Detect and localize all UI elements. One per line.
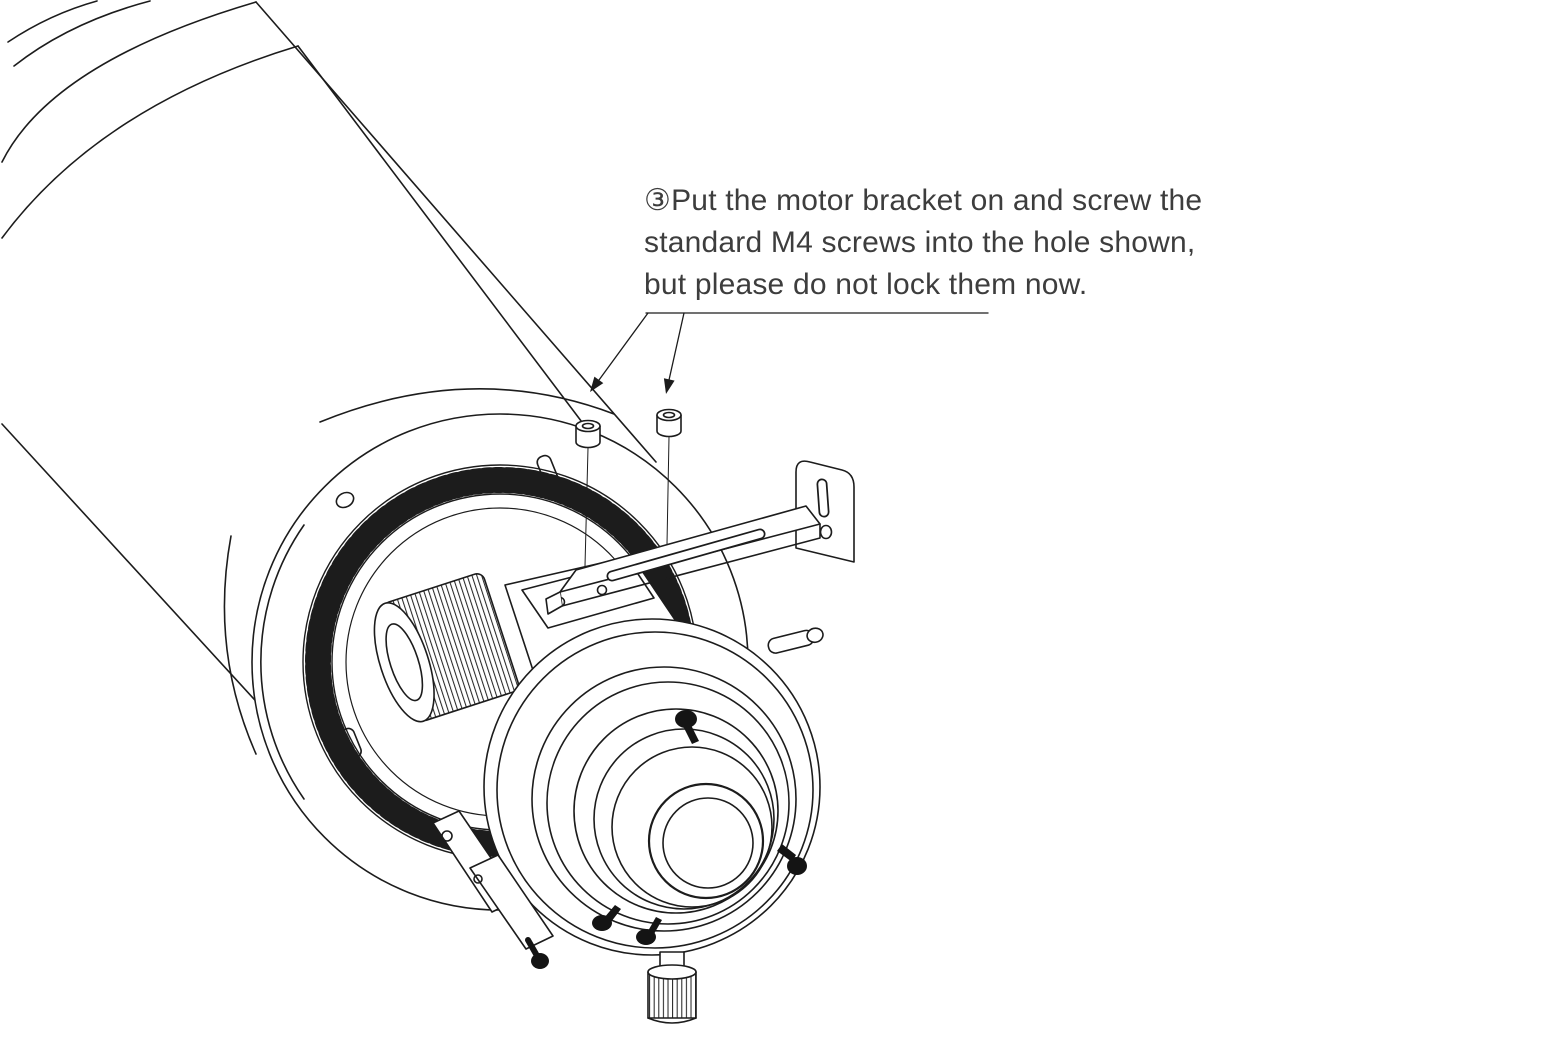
annotation-leaders [590,312,989,394]
focus-knob [373,573,520,723]
clamp-assembly [432,810,554,969]
flange-back-ring [223,388,615,755]
telescope-tube [1,0,657,723]
motor-bracket [545,460,855,615]
leader-arrow-right [663,378,675,394]
m4-screw-right [656,408,682,545]
drawtube-opening [647,782,765,900]
drawtube [483,618,821,956]
bottom-knurled-nut [647,951,697,1024]
annotation-text: ③Put the motor bracket on and screw the … [644,180,1344,306]
tension-lever [767,627,824,654]
leader-arrow-left [590,376,604,392]
annotation-line-3: but please do not lock them now. [644,268,1088,301]
annotation-line-1: ③Put the motor bracket on and screw the [644,184,1203,217]
drawtube-thumbscrews [592,710,807,945]
m4-screw-left [575,419,601,567]
annotation-line-2: standard M4 screws into the hole shown, [644,226,1196,259]
